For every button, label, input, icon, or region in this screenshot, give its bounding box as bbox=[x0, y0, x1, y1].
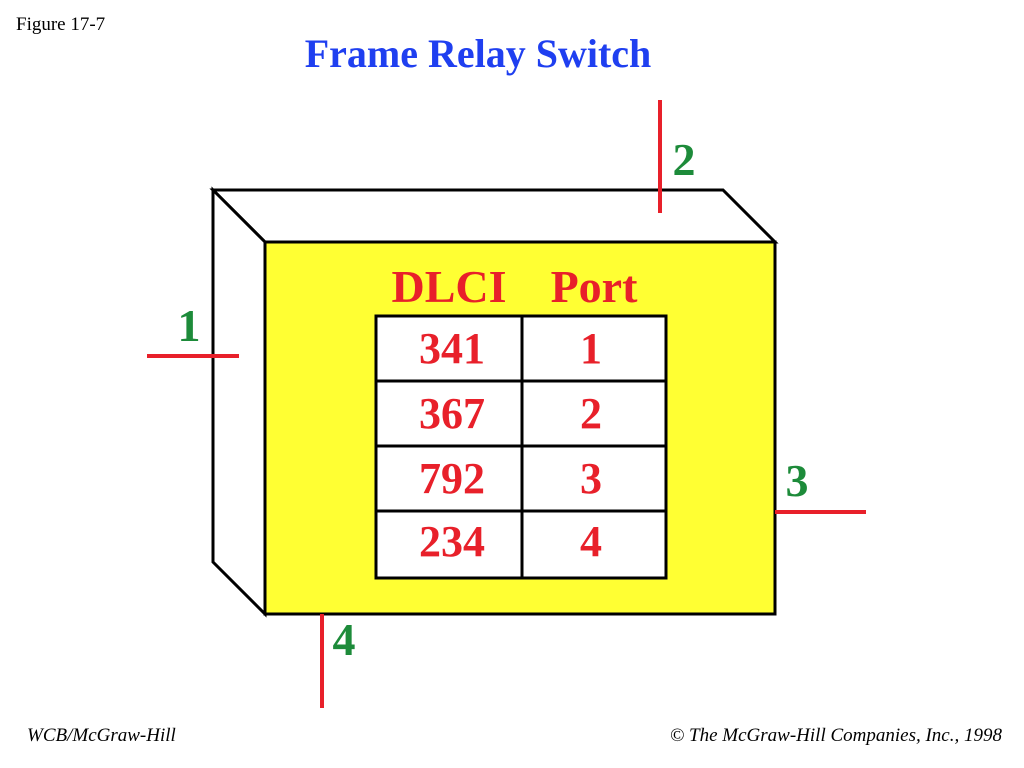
table-cell-port: 3 bbox=[580, 454, 602, 503]
copyright-text: The McGraw-Hill Companies, Inc., 1998 bbox=[689, 725, 1002, 746]
switch-top-face bbox=[209, 188, 779, 244]
table-header-dlci: DLCI bbox=[391, 261, 506, 312]
port-label-1: 1 bbox=[178, 300, 201, 351]
table-cell-port: 1 bbox=[580, 324, 602, 373]
port-label-3: 3 bbox=[786, 455, 809, 506]
port-label-4: 4 bbox=[333, 614, 356, 665]
switch-side-face bbox=[211, 186, 267, 618]
table-cell-dlci: 341 bbox=[419, 324, 485, 373]
dlci-port-table: 341 1 367 2 792 3 234 4 bbox=[374, 314, 668, 580]
table-cell-port: 4 bbox=[580, 517, 602, 566]
copyright-symbol: © bbox=[669, 725, 685, 746]
table-cell-dlci: 234 bbox=[419, 517, 485, 566]
page-title: Frame Relay Switch bbox=[304, 31, 652, 76]
table-header-port: Port bbox=[551, 261, 639, 312]
table-cell-port: 2 bbox=[580, 389, 602, 438]
table-cell-dlci: 792 bbox=[419, 454, 485, 503]
publisher-label: WCB/McGraw-Hill bbox=[27, 725, 176, 746]
port-label-2: 2 bbox=[673, 134, 696, 185]
copyright-notice: © The McGraw-Hill Companies, Inc., 1998 bbox=[670, 725, 1002, 747]
table-cell-dlci: 367 bbox=[419, 389, 485, 438]
figure-label: Figure 17-7 bbox=[16, 14, 106, 35]
